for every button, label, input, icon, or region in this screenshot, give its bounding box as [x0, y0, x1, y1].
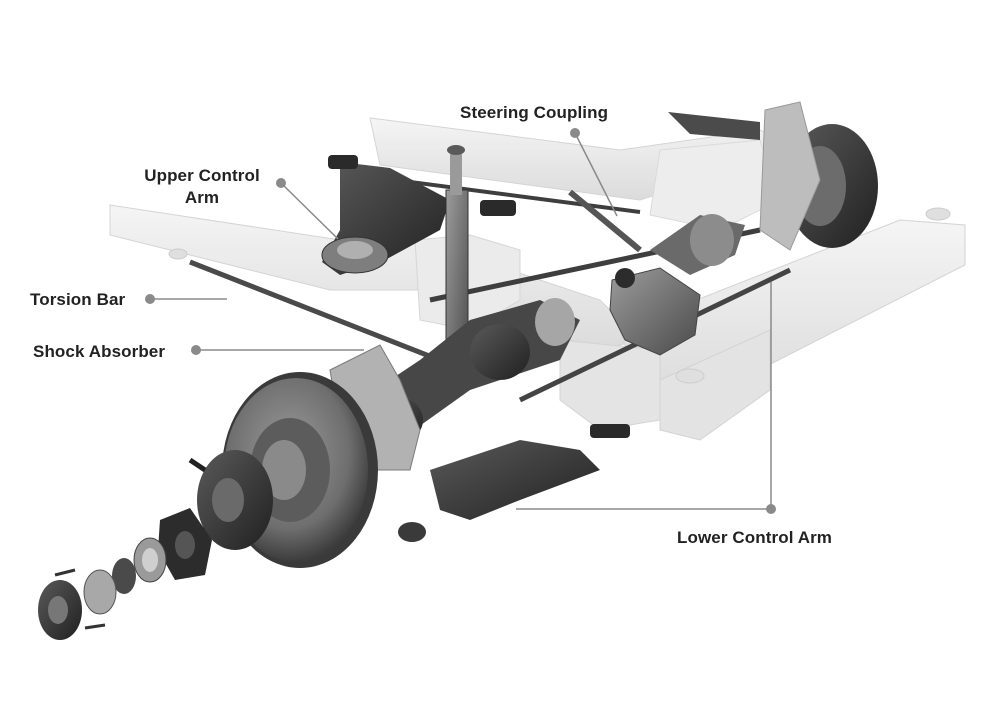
upper-control-arm-label-line2: Arm [184, 188, 220, 207]
lower-control-arm [398, 424, 630, 542]
shock-absorber-dot [191, 345, 201, 355]
upper-control-arm-leader [280, 182, 339, 240]
upper-control-arm-label-line1: Upper Control [144, 166, 260, 185]
steering-coupling-label: Steering Coupling [460, 103, 609, 122]
locking-hub [38, 568, 106, 640]
hub-nut [158, 508, 212, 580]
far-side-hub [668, 101, 878, 251]
upper-control-arm-dot [276, 178, 286, 188]
far-cv-axle [650, 214, 745, 275]
steering-coupling-leader [574, 132, 618, 217]
torsion-bar-dot [145, 294, 155, 304]
frame [109, 117, 966, 441]
wheel-hub [188, 450, 273, 550]
lower-control-arm-dot [766, 504, 776, 514]
shock-absorber-label: Shock Absorber [33, 342, 166, 361]
bearing-set [83, 537, 167, 615]
torsion-bar-label: Torsion Bar [30, 290, 126, 309]
steering-coupling [609, 267, 701, 356]
upper-control-arm [321, 155, 516, 275]
lower-control-arm-label: Lower Control Arm [677, 528, 833, 547]
leader-dots [145, 128, 776, 514]
upper-control-arm-label: Upper Control Arm [136, 165, 268, 209]
steering-coupling-dot [570, 128, 580, 138]
